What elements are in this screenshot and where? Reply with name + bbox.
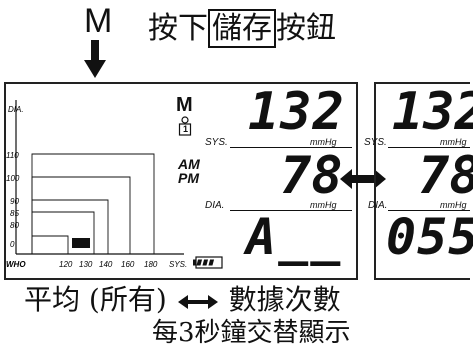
caption-double-arrow-icon <box>177 294 218 309</box>
dia-label-alt: DIA. <box>368 200 388 211</box>
who-classification-chart: DIA. 110 100 90 85 80 0 WHO 120 130 140 … <box>6 100 187 269</box>
x-tick-180: 180 <box>144 260 158 269</box>
dia-label-main: DIA. <box>205 200 225 211</box>
y-tick-110: 110 <box>6 151 19 160</box>
reading-count-value: 055 <box>386 208 473 266</box>
memory-button-label: M <box>84 2 113 40</box>
down-arrow-icon <box>84 40 106 78</box>
x-tick-160: 160 <box>121 260 135 269</box>
dia-unit-main: mmHg <box>310 200 337 210</box>
am-indicator: AM <box>178 156 200 172</box>
sys-label-alt: SYS. <box>364 137 387 148</box>
y-tick-100: 100 <box>6 174 20 183</box>
instruction-before: 按下 <box>148 11 208 46</box>
sys-underline-main <box>230 147 352 148</box>
x-tick-130: 130 <box>79 260 93 269</box>
caption-line-2: 每3秒鐘交替顯示 <box>152 318 351 348</box>
sys-unit-main: mmHg <box>310 137 337 147</box>
dia-unit-alt: mmHg <box>440 200 467 210</box>
instruction-text: 按下儲存按鈕 <box>148 9 336 48</box>
battery-icon <box>193 256 223 269</box>
dia-value-alt: 78 <box>418 146 473 206</box>
sys-unit-alt: mmHg <box>440 137 467 147</box>
x-tick-140: 140 <box>99 260 113 269</box>
y-tick-85: 85 <box>10 209 19 218</box>
who-zone-optimal <box>31 235 69 254</box>
sys-value-main: 132 <box>248 82 345 142</box>
who-zone-high-normal <box>31 199 109 254</box>
x-tick-120: 120 <box>59 260 73 269</box>
caption-reading-count: 數據次數 <box>228 283 341 316</box>
dia-underline-alt <box>388 210 470 211</box>
y-tick-0: 0 <box>10 240 15 249</box>
who-current-level-bar <box>72 238 90 248</box>
user-icon <box>178 116 192 136</box>
pm-indicator: PM <box>178 170 199 186</box>
sys-underline-alt <box>388 147 470 148</box>
y-tick-80: 80 <box>10 221 19 230</box>
who-label: WHO <box>6 260 26 269</box>
memory-indicator: M <box>176 94 193 116</box>
who-zone-grade2 <box>31 153 155 254</box>
sys-value-alt: 132 <box>392 82 473 142</box>
chart-sys-label: SYS. <box>169 260 187 269</box>
caption-line-1: 平均 (所有) 數據次數 <box>24 284 341 316</box>
user-number: 1 <box>183 124 189 134</box>
save-button-label: 儲存 <box>208 9 276 48</box>
sys-label-main: SYS. <box>205 137 228 148</box>
average-mode-value: A__ <box>246 208 343 266</box>
dia-value-main: 78 <box>280 146 343 206</box>
caption-average-all: 平均 (所有) <box>24 283 167 316</box>
lcd-display-alternate <box>374 82 470 280</box>
dia-underline-main <box>230 210 352 211</box>
instruction-after: 按鈕 <box>276 11 336 46</box>
chart-dia-label: DIA. <box>8 105 24 114</box>
y-tick-90: 90 <box>10 197 19 206</box>
